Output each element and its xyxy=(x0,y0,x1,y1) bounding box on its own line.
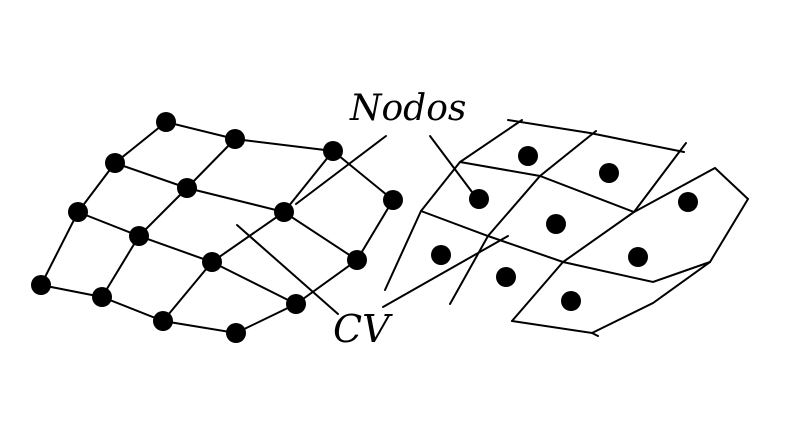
mesh-node xyxy=(68,202,88,222)
cv-center xyxy=(599,163,619,183)
mesh-line xyxy=(165,121,394,201)
mesh-line xyxy=(40,121,167,286)
mesh-node xyxy=(347,250,367,270)
mesh-node xyxy=(156,112,176,132)
mesh-node xyxy=(31,275,51,295)
mesh-line xyxy=(101,138,236,298)
mesh-node xyxy=(153,311,173,331)
cv-center xyxy=(546,214,566,234)
cv-center xyxy=(431,245,451,265)
cv-center xyxy=(678,192,698,212)
cv-center xyxy=(518,146,538,166)
cv-center xyxy=(496,267,516,287)
mesh-node xyxy=(202,252,222,272)
cv-leader-right xyxy=(382,235,509,308)
mesh-line xyxy=(511,142,687,322)
left-mesh xyxy=(31,112,403,343)
nodos-leader-left xyxy=(295,135,387,205)
mesh-node xyxy=(323,141,343,161)
mesh-node xyxy=(383,190,403,210)
mesh-node xyxy=(225,129,245,149)
mesh-node xyxy=(286,294,306,314)
mesh-node xyxy=(274,202,294,222)
cv-center xyxy=(469,189,489,209)
cv-leader-left xyxy=(236,224,339,315)
control-volume-centers xyxy=(431,146,698,311)
mesh-line xyxy=(114,162,358,261)
mesh-line xyxy=(77,211,297,305)
mesh-node xyxy=(226,323,246,343)
right-mesh xyxy=(384,119,749,337)
mesh-line xyxy=(507,119,685,153)
nodes-label: Nodos xyxy=(349,88,466,129)
cv-center xyxy=(628,247,648,267)
cv-center xyxy=(561,291,581,311)
mesh-node xyxy=(129,226,149,246)
right-mesh-lines xyxy=(384,119,749,337)
left-mesh-nodes xyxy=(31,112,403,343)
mesh-line xyxy=(384,119,523,291)
mesh-line xyxy=(449,130,597,305)
nodos-leader-right xyxy=(429,135,473,193)
mesh-node xyxy=(105,153,125,173)
mesh-node xyxy=(177,178,197,198)
mesh-line xyxy=(591,332,599,337)
mesh-line xyxy=(511,198,749,335)
cv-label: CV xyxy=(333,307,393,351)
leader-lines xyxy=(236,135,509,315)
mesh-node xyxy=(92,287,112,307)
mesh-line xyxy=(162,150,334,322)
